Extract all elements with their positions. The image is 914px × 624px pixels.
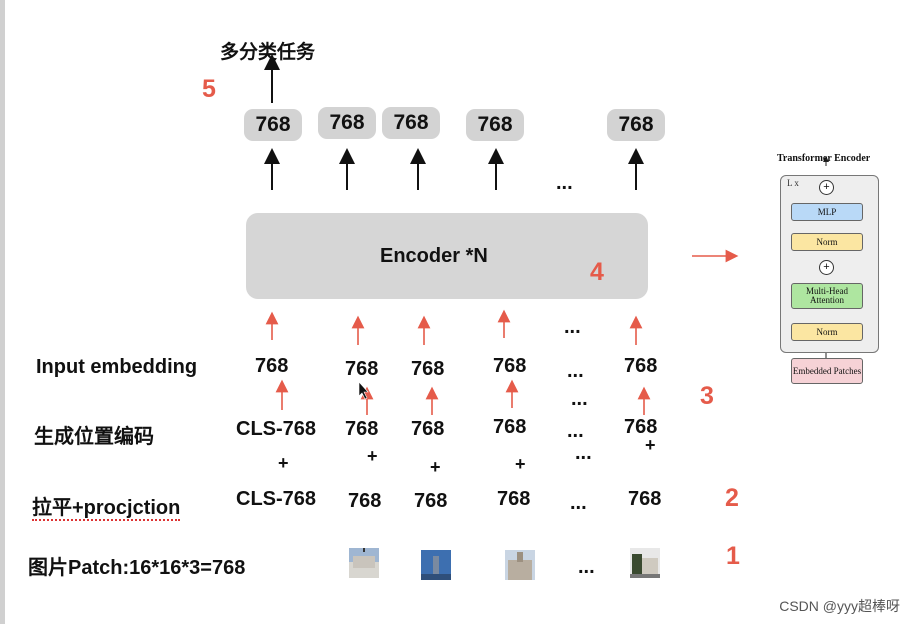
- output-token: 768: [466, 109, 524, 141]
- embedding-ellipsis: ...: [567, 360, 584, 383]
- row-label-input-embedding: Input embedding: [36, 356, 197, 379]
- norm-block: Norm: [791, 323, 863, 341]
- flatten-value: 768: [348, 490, 381, 513]
- output-token: 768: [244, 109, 302, 141]
- embedding-value: 768: [493, 355, 526, 378]
- embedding-value: 768: [411, 358, 444, 381]
- output-token: 768: [607, 109, 665, 141]
- embedding-value: 768: [345, 358, 378, 381]
- encoder-label: Encoder *N: [380, 245, 488, 268]
- output-token: 768: [318, 107, 376, 139]
- step-number-4: 4: [590, 258, 604, 287]
- output-token: 768: [382, 107, 440, 139]
- flatten-value: 768: [497, 488, 530, 511]
- row-label-position-encoding: 生成位置编码: [34, 420, 154, 449]
- patch-thumbnail: [505, 550, 535, 580]
- embedding-value: 768: [624, 355, 657, 378]
- position-ellipsis: ...: [567, 420, 584, 443]
- row-label-flatten-projection: 拉平+procjction: [32, 491, 180, 520]
- layer-repeat-label: L x: [787, 178, 799, 188]
- row-label-image-patch: 图片Patch:16*16*3=768: [28, 551, 245, 580]
- flatten-ellipsis: ...: [570, 492, 587, 515]
- step-number-5: 5: [202, 75, 216, 104]
- flatten-projection-text: 拉平+procjction: [32, 497, 180, 521]
- task-label: 多分类任务: [220, 37, 315, 64]
- plus-sign: +: [645, 435, 656, 456]
- step-number-1: 1: [726, 542, 740, 571]
- position-value: 768: [411, 418, 444, 441]
- mlp-block: MLP: [791, 203, 863, 221]
- plus-sign: +: [430, 457, 441, 478]
- add-node-icon: +: [819, 180, 834, 195]
- norm-block: Norm: [791, 233, 863, 251]
- ellipsis: ...: [571, 388, 588, 411]
- ellipsis: ...: [575, 442, 592, 465]
- plus-sign: +: [278, 453, 289, 474]
- transformer-encoder-title: Transformer Encoder: [777, 153, 870, 164]
- position-value: CLS-768: [236, 418, 316, 441]
- add-node-icon: +: [819, 260, 834, 275]
- flatten-value: 768: [414, 490, 447, 513]
- plus-sign: +: [367, 446, 378, 467]
- plus-sign: +: [515, 454, 526, 475]
- embedded-patches-block: Embedded Patches: [791, 358, 863, 384]
- flatten-value: CLS-768: [236, 488, 316, 511]
- patch-thumbnail: [421, 550, 451, 580]
- watermark: CSDN @yyy超棒呀: [779, 596, 900, 616]
- flatten-value: 768: [628, 488, 661, 511]
- embedding-value: 768: [255, 355, 288, 378]
- step-number-2: 2: [725, 484, 739, 513]
- patch-thumbnail: [630, 548, 660, 578]
- multi-head-attention-block: Multi-Head Attention: [791, 283, 863, 309]
- position-value: 768: [345, 418, 378, 441]
- patch-thumbnail: [349, 548, 379, 578]
- ellipsis: ...: [564, 316, 581, 339]
- output-ellipsis: ...: [556, 172, 573, 195]
- step-number-3: 3: [700, 382, 714, 411]
- position-value: 768: [493, 416, 526, 439]
- patch-ellipsis: ...: [578, 556, 595, 579]
